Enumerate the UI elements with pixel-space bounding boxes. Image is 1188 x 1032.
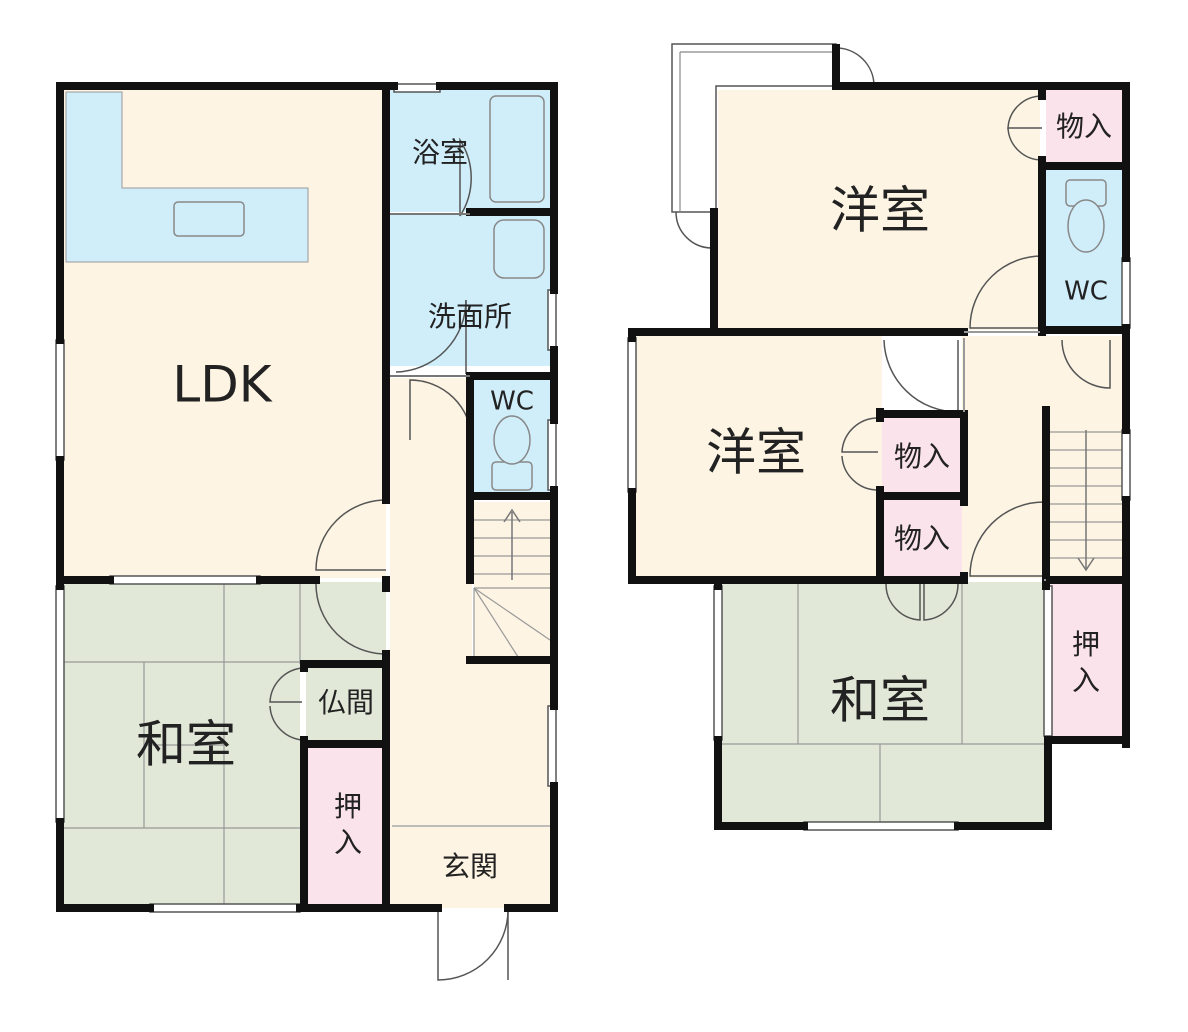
washroom-label: 洗面所 [428,300,512,333]
western-room-1-label: 洋室 [830,182,930,240]
oshiire-1f-floor [306,748,386,908]
western-room-2-floor [636,336,882,578]
thin-walls-2f [963,331,1046,581]
storage-3-label: 物入 [894,522,950,555]
walls-2f [628,44,1130,830]
butsuma-label: 仏間 [318,686,374,719]
thin-walls-1f [390,213,470,377]
wash-basin [493,219,545,279]
oshiire-2f-floor [1048,582,1124,740]
kitchen-sink [173,201,245,237]
oshiire-2f-label-bottom: 入 [1072,664,1100,697]
oshiire-1f-label-top: 押 [334,790,362,823]
oshiire-1f-label-bottom: 入 [334,826,362,859]
western-room-1-floor [718,90,1040,330]
stair-arrowhead-2f [1077,557,1095,572]
western-room-2-label: 洋室 [706,424,806,482]
oshiire-2f-label-top: 押 [1072,628,1100,661]
japanese-room-2f-floor [718,582,1044,826]
bathtub [489,95,545,203]
tatami-lines-2f [718,582,1044,826]
kitchen-counter [65,91,309,263]
entrance-floor [390,664,550,908]
balcony-inner [679,51,836,212]
first-floor [55,82,558,981]
walls-1f [56,82,558,912]
wc-2f-label: WC [1064,277,1108,307]
bath-label: 浴室 [412,136,468,169]
storage-1-label: 物入 [1056,110,1112,143]
storage-1-floor [1046,90,1122,164]
toilet-tank-1f [491,461,533,491]
storage-2-label: 物入 [894,440,950,473]
storage-3-floor [882,500,962,578]
tatami-lines-1f [64,582,301,908]
toilet-bowl-2f [1067,199,1105,253]
ldk-label: LDK [172,356,272,414]
second-floor [627,43,1131,831]
storage-2-floor [882,416,962,494]
stairs-2f [1048,414,1122,578]
stair-arrowhead-1f [503,508,521,523]
entrance-label: 玄関 [442,850,498,883]
stair-treads-2f [1048,431,1122,559]
wc-1f-label: WC [490,387,534,417]
toilet-bowl-1f [493,415,531,465]
butsuma-floor [306,664,386,744]
japanese-room-2f-label: 和室 [830,672,930,730]
japanese-room-1f-label: 和室 [136,716,236,774]
japanese-room-1f-ext [300,582,386,664]
